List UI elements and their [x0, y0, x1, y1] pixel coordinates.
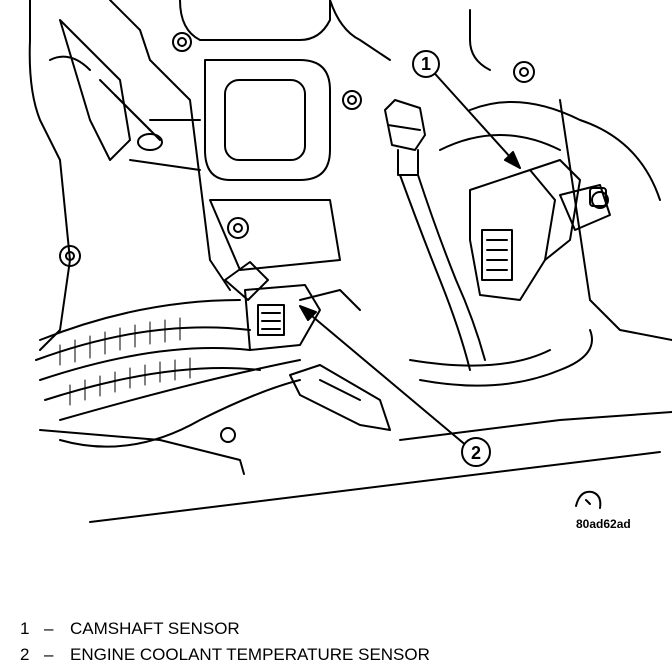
legend-item-2: 2–ENGINE COOLANT TEMPERATURE SENSOR: [20, 642, 660, 668]
legend-item-2-label: ENGINE COOLANT TEMPERATURE SENSOR: [70, 645, 430, 664]
legend-item-2-separator: –: [44, 645, 54, 664]
callout-2-arrowhead: [299, 305, 317, 321]
engine-sensor-illustration: 1 2 80ad62ad: [28, 0, 672, 531]
base-lines: [39, 9, 672, 523]
legend-item-1-separator: –: [44, 619, 54, 638]
callout-2-leader: [299, 305, 475, 453]
callout-1: 1: [412, 50, 440, 78]
callout-1-arrowhead: [504, 151, 521, 169]
legend-item-1-label: CAMSHAFT SENSOR: [70, 619, 240, 638]
callout-1-number: 1: [421, 54, 431, 74]
camshaft-sensor-assembly: [384, 99, 661, 387]
callout-leaders: [299, 65, 521, 453]
engine-block: [28, 0, 391, 351]
legend-item-2-number: 2: [20, 645, 30, 664]
legend: 1–CAMSHAFT SENSOR 2–ENGINE COOLANT TEMPE…: [20, 616, 660, 668]
callout-2-number: 2: [471, 443, 481, 463]
figure-code-mark: 80ad62ad: [575, 490, 631, 531]
upper-left-connector: [49, 19, 163, 161]
figure-code: 80ad62ad: [576, 517, 631, 531]
callout-2: 2: [461, 437, 491, 467]
legend-item-1: 1–CAMSHAFT SENSOR: [20, 616, 660, 642]
legend-item-1-number: 1: [20, 619, 30, 638]
ect-sensor-harness: [35, 261, 391, 448]
bolt-heads: [59, 32, 609, 443]
callout-1-leader: [427, 65, 521, 169]
